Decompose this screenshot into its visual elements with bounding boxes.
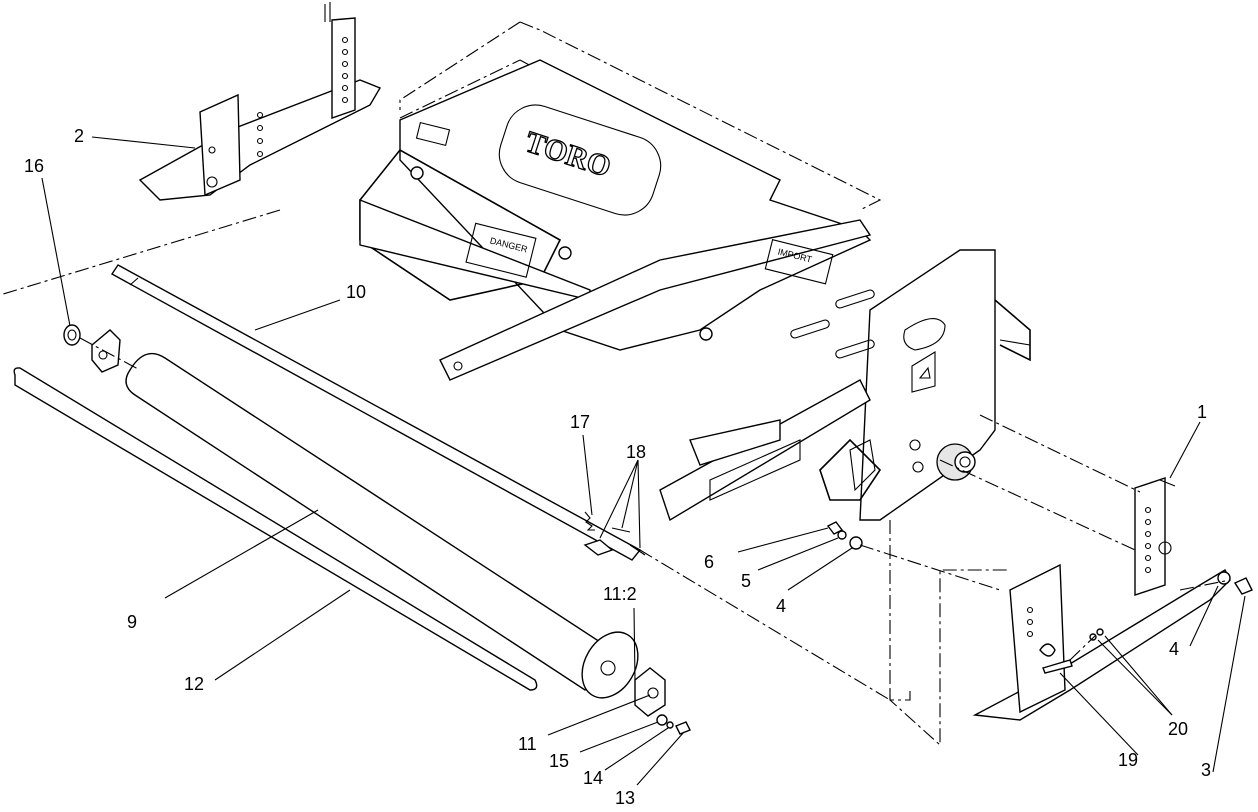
leader-lines: [41, 136, 1246, 786]
callout-16: 16: [24, 156, 44, 176]
small-decal: [415, 121, 451, 147]
flange-bolt-washers: [656, 714, 691, 735]
callout-2: 2: [74, 126, 84, 146]
callout-10: 10: [346, 282, 366, 302]
assembly-lines: [79, 337, 1231, 747]
right-hardware: [1217, 571, 1253, 595]
callout-labels: 1 2 3 4 4 5 6 9 10 11 11:2 12 13 14 15 1…: [24, 126, 1211, 808]
center-hardware: [826, 521, 863, 550]
callout-19: 19: [1118, 750, 1138, 770]
callout-6: 6: [704, 552, 714, 572]
callout-12: 12: [184, 674, 204, 694]
callout-18: 18: [626, 442, 646, 462]
hub-flange-right: [634, 667, 666, 717]
left-side-bracket: [0, 2, 382, 296]
callout-9: 9: [127, 612, 137, 632]
hub-flange-left: [91, 329, 121, 373]
callout-13: 13: [615, 788, 635, 808]
callout-11: 11: [518, 734, 537, 754]
right-side-bracket: [972, 477, 1231, 721]
callout-4-right: 4: [1169, 639, 1179, 659]
roller-shaft: [110, 264, 642, 561]
callout-5: 5: [741, 571, 751, 591]
callout-3: 3: [1201, 760, 1211, 780]
pin-and-nuts: [1042, 628, 1104, 674]
bracket-adjust-holes-right: [1026, 506, 1152, 638]
spring-and-pins: [583, 511, 646, 556]
main-frame-assembly: TORO DANGER IMPORT: [359, 21, 1031, 522]
roller-tube: [125, 352, 639, 699]
callout-17: 17: [570, 412, 590, 432]
callout-20: 20: [1168, 719, 1188, 739]
bracket-adjust-holes: [256, 36, 349, 158]
callout-15: 15: [549, 751, 569, 771]
callout-14: 14: [583, 768, 603, 788]
callout-4-center: 4: [776, 596, 786, 616]
bearing-left: [63, 324, 81, 346]
callout-1: 1: [1197, 402, 1207, 422]
callout-11-qty: 11:2: [603, 584, 637, 604]
rod: [13, 367, 538, 691]
